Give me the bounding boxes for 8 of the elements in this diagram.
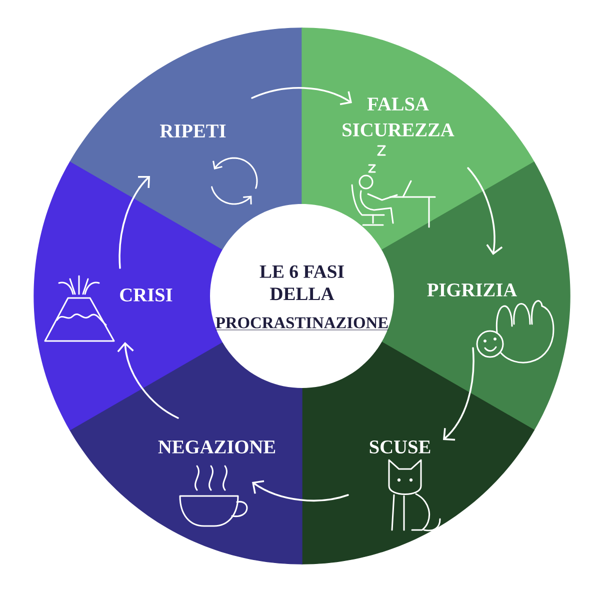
curved-arrow: [252, 480, 349, 502]
curved-arrow: [251, 87, 352, 106]
curved-arrow: [118, 176, 150, 269]
ring-segment: SCUSE: [302, 342, 535, 564]
ring-segment: RIPETI: [69, 28, 302, 250]
curved-arrow: [467, 167, 503, 255]
curved-arrow: [443, 347, 474, 441]
curved-arrow: [117, 342, 179, 419]
